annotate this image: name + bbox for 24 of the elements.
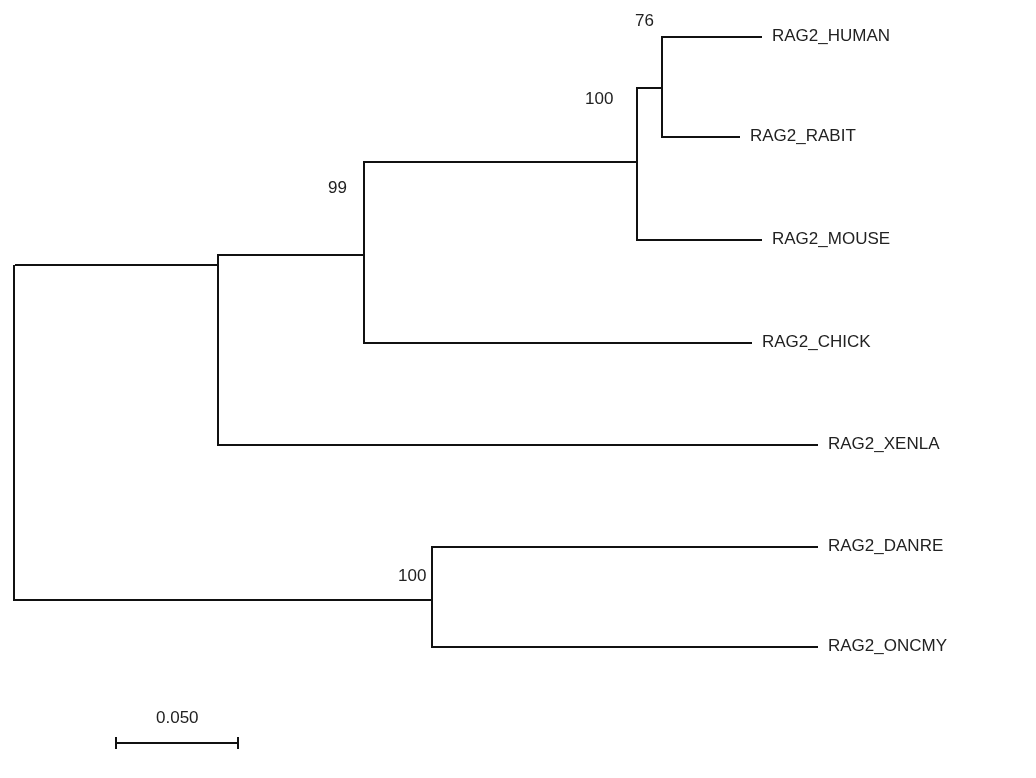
branch-line — [432, 546, 819, 548]
bootstrap-value: 76 — [635, 11, 654, 31]
taxon-label: RAG2_RABIT — [740, 126, 856, 146]
taxon-label: RAG2_HUMAN — [762, 26, 891, 46]
branch-line — [364, 161, 637, 163]
branch-line — [14, 264, 218, 266]
taxon-label: RAG2_CHICK — [752, 332, 871, 352]
scale-label: 0.050 — [156, 708, 199, 728]
branch-line — [662, 36, 763, 38]
branch-line — [218, 254, 364, 256]
taxon-label: RAG2_ONCMY — [818, 636, 948, 656]
branch-line — [637, 87, 662, 89]
branch-line — [432, 646, 819, 648]
bootstrap-value: 100 — [398, 566, 427, 586]
taxon-label: RAG2_XENLA — [818, 434, 940, 454]
bootstrap-value: 99 — [328, 178, 347, 198]
branch-line — [662, 136, 741, 138]
bootstrap-value: 100 — [585, 89, 614, 109]
branch-line — [218, 444, 819, 446]
branch-line — [637, 239, 763, 241]
branch-line — [364, 342, 753, 344]
taxon-label: RAG2_DANRE — [818, 536, 944, 556]
taxon-label: RAG2_MOUSE — [762, 229, 891, 249]
branch-line — [14, 599, 432, 601]
